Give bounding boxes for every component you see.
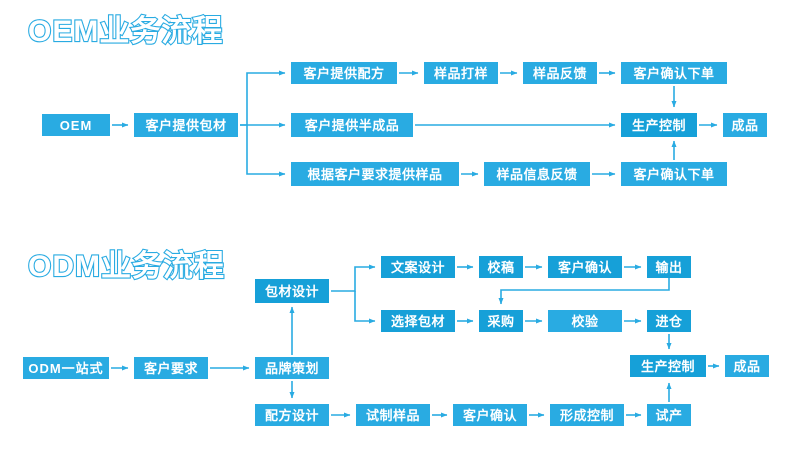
node-oem-sample-by-request[interactable]: 根据客户要求提供样品	[291, 162, 459, 186]
node-oem-finished-product[interactable]: 成品	[723, 113, 767, 137]
node-oem-confirm-order-top[interactable]: 客户确认下单	[621, 62, 727, 84]
node-odm-client-confirm-top[interactable]: 客户确认	[548, 256, 622, 278]
node-odm-warehouse[interactable]: 进仓	[647, 310, 691, 332]
conn-packaging-to-sample	[246, 125, 286, 177]
node-oem-formula[interactable]: 客户提供配方	[291, 62, 397, 84]
node-odm-trial-run[interactable]: 试产	[647, 404, 691, 426]
section-title-odm: ODM业务流程	[27, 250, 225, 283]
section-title-oem: OEM业务流程	[27, 15, 224, 48]
node-oem-packaging[interactable]: 客户提供包材	[134, 113, 238, 137]
node-oem-start[interactable]: OEM	[42, 114, 110, 136]
conn-package-to-copy	[331, 264, 376, 292]
node-odm-formula-design[interactable]: 配方设计	[255, 404, 329, 426]
node-odm-select-package[interactable]: 选择包材	[381, 310, 455, 332]
node-odm-purchase[interactable]: 采购	[479, 310, 523, 332]
node-odm-proofread[interactable]: 校稿	[479, 256, 523, 278]
conn-packaging-to-formula	[240, 70, 286, 126]
node-odm-inspection[interactable]: 校验	[548, 310, 622, 332]
node-oem-semi-finished[interactable]: 客户提供半成品	[291, 113, 413, 137]
node-oem-sample-info[interactable]: 样品信息反馈	[484, 162, 590, 186]
node-odm-trial-sample[interactable]: 试制样品	[356, 404, 430, 426]
node-oem-sample-making[interactable]: 样品打样	[424, 62, 498, 84]
conn-package-to-select	[354, 291, 376, 324]
node-oem-sample-feedback[interactable]: 样品反馈	[523, 62, 597, 84]
node-odm-requirement[interactable]: 客户要求	[134, 357, 208, 379]
node-odm-finished-product[interactable]: 成品	[725, 355, 769, 377]
conn-output-to-purchase	[498, 278, 670, 305]
node-odm-client-confirm-bottom[interactable]: 客户确认	[453, 404, 527, 426]
node-odm-form-control[interactable]: 形成控制	[550, 404, 624, 426]
node-odm-start[interactable]: ODM一站式	[23, 357, 109, 379]
node-odm-brand-plan[interactable]: 品牌策划	[255, 357, 329, 379]
node-odm-copy-design[interactable]: 文案设计	[381, 256, 455, 278]
node-odm-output[interactable]: 输出	[647, 256, 691, 278]
node-oem-production-control[interactable]: 生产控制	[621, 113, 697, 137]
node-odm-package-design[interactable]: 包材设计	[255, 279, 329, 303]
node-odm-production-control[interactable]: 生产控制	[630, 355, 706, 377]
node-oem-confirm-order-bottom[interactable]: 客户确认下单	[621, 162, 727, 186]
